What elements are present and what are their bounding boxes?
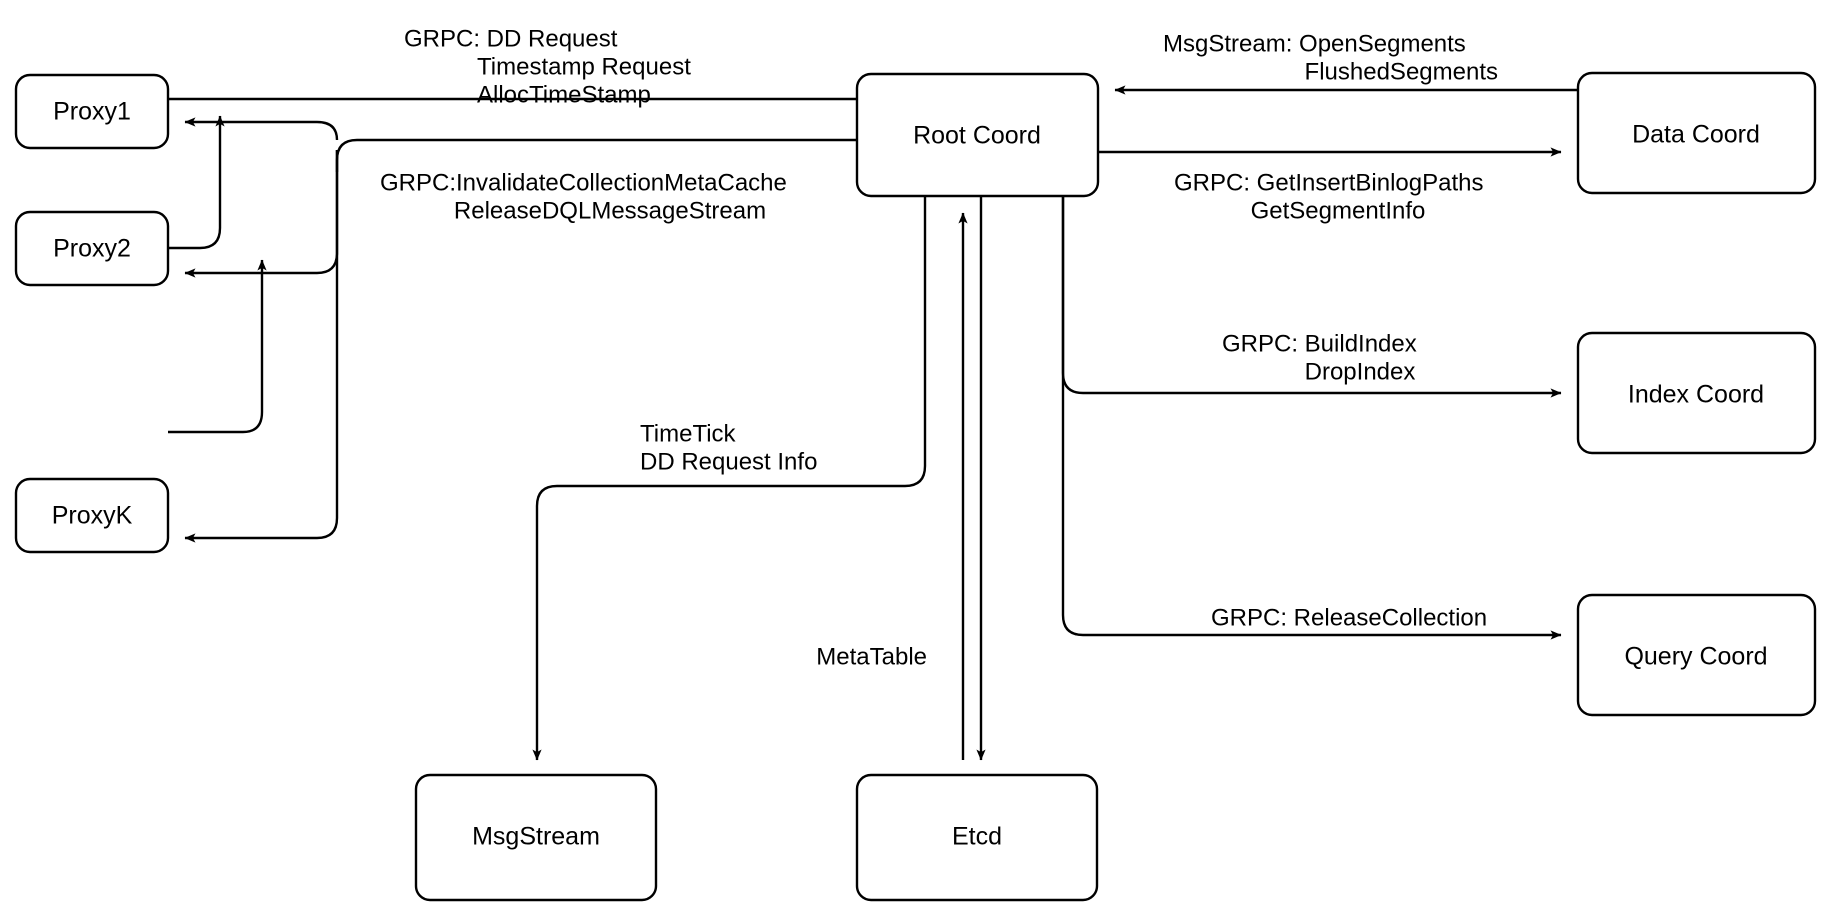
- edge-label-root-to-indexcoord-line1: GRPC: BuildIndex: [1222, 330, 1417, 357]
- edge-label-proxy-to-root-line1: GRPC: DD Request: [404, 25, 618, 52]
- edge-label-datacoord-to-root-line1: MsgStream: OpenSegments: [1163, 30, 1466, 57]
- edge-label-root-to-etcd-line1: MetaTable: [816, 643, 927, 670]
- node-indexcoord-label: Index Coord: [1628, 381, 1764, 409]
- edge-label-root-to-msgstream: TimeTick DD Request Info: [640, 420, 817, 475]
- edge-label-root-to-msgstream-line2: DD Request Info: [640, 448, 817, 475]
- node-proxyk[interactable]: ProxyK: [14, 477, 170, 554]
- node-datacoord-label: Data Coord: [1632, 121, 1760, 149]
- edge-label-root-to-proxy-line2: ReleaseDQLMessageStream: [454, 197, 766, 224]
- node-proxyk-box[interactable]: [14, 477, 170, 554]
- edge-rootcoord-to-msgstream: [532, 196, 927, 761]
- node-etcd-box[interactable]: [855, 773, 1099, 902]
- edge-rootcoord-to-querycoord: [1061, 196, 1562, 640]
- node-proxy2[interactable]: Proxy2: [14, 210, 170, 287]
- node-indexcoord-box[interactable]: [1576, 331, 1817, 455]
- node-proxy1[interactable]: Proxy1: [14, 73, 170, 150]
- node-etcd-label: Etcd: [952, 823, 1002, 851]
- node-proxy2-label: Proxy2: [53, 235, 131, 263]
- node-msgstream[interactable]: MsgStream: [414, 773, 658, 902]
- node-proxy1-box[interactable]: [14, 73, 170, 150]
- edge-proxy2-to-trunk: [168, 115, 225, 250]
- edge-label-root-to-msgstream-line1: TimeTick: [640, 420, 737, 447]
- edge-rootcoord-to-proxy2: [184, 150, 339, 278]
- edge-rootcoord-to-proxyk: [184, 150, 339, 543]
- edge-label-proxy-to-root-line3: AllocTimeStamp: [477, 81, 651, 108]
- edge-label-root-to-querycoord: GRPC: ReleaseCollection: [1211, 604, 1487, 631]
- node-querycoord-box[interactable]: [1576, 593, 1817, 717]
- node-datacoord[interactable]: Data Coord: [1576, 71, 1817, 195]
- node-msgstream-label: MsgStream: [472, 823, 600, 851]
- node-proxyk-label: ProxyK: [52, 502, 133, 530]
- edge-label-root-to-proxy: GRPC:InvalidateCollectionMetaCache Relea…: [380, 169, 787, 224]
- edge-label-root-to-indexcoord-line2: DropIndex: [1305, 358, 1416, 385]
- edge-label-proxy-to-root: GRPC: DD Request Timestamp Request Alloc…: [404, 25, 691, 108]
- node-querycoord-label: Query Coord: [1624, 643, 1767, 671]
- node-indexcoord[interactable]: Index Coord: [1576, 331, 1817, 455]
- node-msgstream-box[interactable]: [414, 773, 658, 902]
- node-etcd[interactable]: Etcd: [855, 773, 1099, 902]
- edge-label-root-to-etcd: MetaTable: [816, 643, 927, 670]
- edge-label-datacoord-to-root: MsgStream: OpenSegments FlushedSegments: [1163, 30, 1498, 85]
- edge-label-root-to-indexcoord: GRPC: BuildIndex DropIndex: [1222, 330, 1417, 385]
- node-querycoord[interactable]: Query Coord: [1576, 593, 1817, 717]
- node-proxy2-box[interactable]: [14, 210, 170, 287]
- edge-label-datacoord-to-root-line2: FlushedSegments: [1305, 58, 1498, 85]
- node-rootcoord-label: Root Coord: [913, 122, 1041, 150]
- edge-label-root-to-proxy-line1: GRPC:InvalidateCollectionMetaCache: [380, 169, 787, 196]
- node-rootcoord-box[interactable]: [855, 72, 1100, 198]
- edge-proxyk-to-trunk: [168, 259, 267, 434]
- node-datacoord-box[interactable]: [1576, 71, 1817, 195]
- edge-label-proxy-to-root-line2: Timestamp Request: [477, 53, 691, 80]
- edge-label-root-to-datacoord-line2: GetSegmentInfo: [1251, 197, 1426, 224]
- edge-label-root-to-datacoord-line1: GRPC: GetInsertBinlogPaths: [1174, 169, 1483, 196]
- node-rootcoord[interactable]: Root Coord: [855, 72, 1100, 198]
- node-proxy1-label: Proxy1: [53, 98, 131, 126]
- edge-rootcoord-to-proxy1: [184, 117, 857, 172]
- edge-label-root-to-datacoord: GRPC: GetInsertBinlogPaths GetSegmentInf…: [1174, 169, 1483, 224]
- edge-label-root-to-querycoord-line1: GRPC: ReleaseCollection: [1211, 604, 1487, 631]
